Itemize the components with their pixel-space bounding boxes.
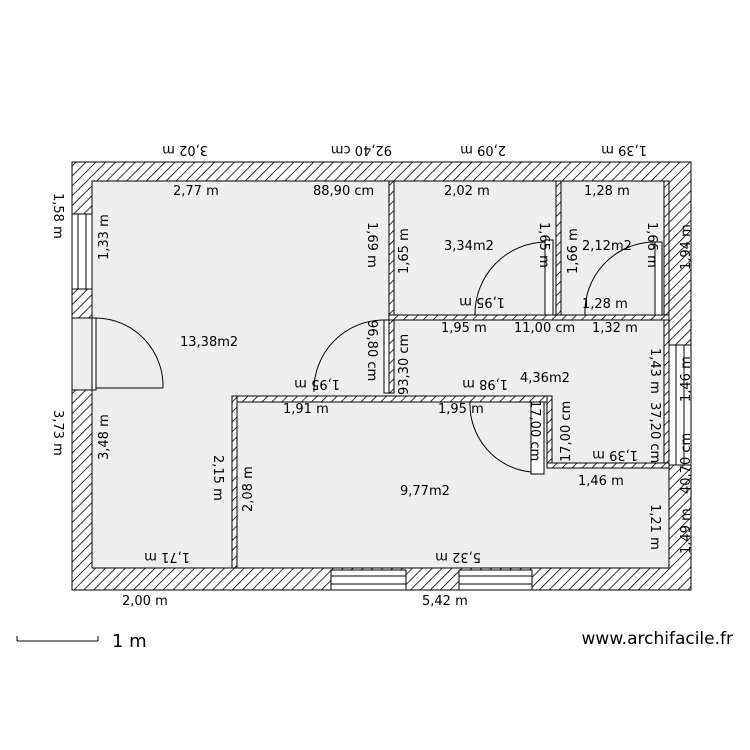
dim-vert-215: 2,15 m [210,455,225,501]
dim-right-inner-3: 1,21 m [647,504,662,550]
site-watermark: www.archifacile.fr [582,629,733,649]
dim-left-outer-2: 3,73 m [50,410,65,456]
scale-label: 1 m [112,631,147,652]
door-hall-opening [313,319,390,394]
dim-left-outer-1: 1,58 m [50,193,65,239]
dim-right-inner-2: 37,20 cm [647,402,662,463]
dim-wall1-b: 1,65 m [397,228,412,274]
dim-right-outer-2: 1,46 m [679,356,694,402]
door-room-c [469,401,545,475]
floor-area [91,180,670,569]
dim-top-outer-3: 2,09 m [460,142,506,157]
dim-left-inner-1: 1,33 m [97,214,112,260]
dim-row-1100: 11,00 cm [514,321,575,336]
dim-top-outer-4: 1,39 m [601,142,647,157]
door-main-room [91,317,164,391]
dim-row-195: 1,95 m [441,321,487,336]
dim-vert-1700-a: 17,00 cm [527,400,542,461]
dim-opening-a: 96,80 cm [364,320,379,381]
dim-top-inner-2: 88,90 cm [313,184,374,199]
dim-top-inner-3: 2,02 m [444,184,490,199]
area-hall: 4,36m2 [520,371,570,386]
dim-top-inner-4: 1,28 m [584,184,630,199]
dim-bottom-inner-1: 1,71 m [144,549,190,564]
dim-top-inner-1: 2,77 m [173,184,219,199]
dim-wall3-a: 1,66 m [644,222,659,268]
bottom-window-left [330,569,407,591]
left-window-top [71,213,93,290]
scale-bar [16,636,99,642]
dim-vert-1700-b: 17,00 cm [559,401,574,462]
area-main-room: 13,38m2 [180,335,238,350]
dim-bottom-outer-2: 5,42 m [422,594,468,609]
dim-right-inner-1: 1,43 m [647,348,662,394]
dim-bottom-inner-2: 5,32 m [435,549,481,564]
interior-walls [231,180,670,569]
area-room-b: 2,12m2 [582,239,632,254]
dim-row-132: 1,32 m [592,321,638,336]
area-room-c: 9,77m2 [400,484,450,499]
dim-mid-195-mirror: 1,95 m [294,376,340,391]
dim-wall1-a: 1,69 m [364,222,379,268]
dim-mid-195: 1,95 m [438,402,484,417]
dim-opening-b: 93,30 cm [397,334,412,395]
dim-top-outer-2: 92,40 cm [331,142,392,157]
door-room-a [474,239,554,316]
dim-step-146: 1,46 m [578,474,624,489]
dim-mid-191: 1,91 m [283,402,329,417]
bottom-window-right [458,569,533,591]
dim-bottom-outer-1: 2,00 m [122,594,168,609]
dim-right-outer-1: 1,94 m [679,224,694,270]
dim-row-195-mirror: 1,95 m [459,294,505,309]
dim-vert-208: 2,08 m [241,466,256,512]
dim-wall2-a: 1,65 m [536,222,551,268]
dim-top-outer-1: 3,02 m [162,142,208,157]
dim-right-outer-3: 40,70 cm [679,433,694,494]
dim-step-139-mirror: 1,39 m [592,447,638,462]
dim-wall2-b: 1,66 m [566,228,581,274]
dim-row-128: 1,28 m [582,297,628,312]
area-room-a: 3,34m2 [444,239,494,254]
dim-right-outer-4: 1,49 m [679,508,694,554]
dim-left-inner-2: 3,48 m [97,414,112,460]
door-room-b [584,241,663,316]
dim-mid-198-mirror: 1,98 m [462,376,508,391]
left-entrance-door [71,317,93,391]
